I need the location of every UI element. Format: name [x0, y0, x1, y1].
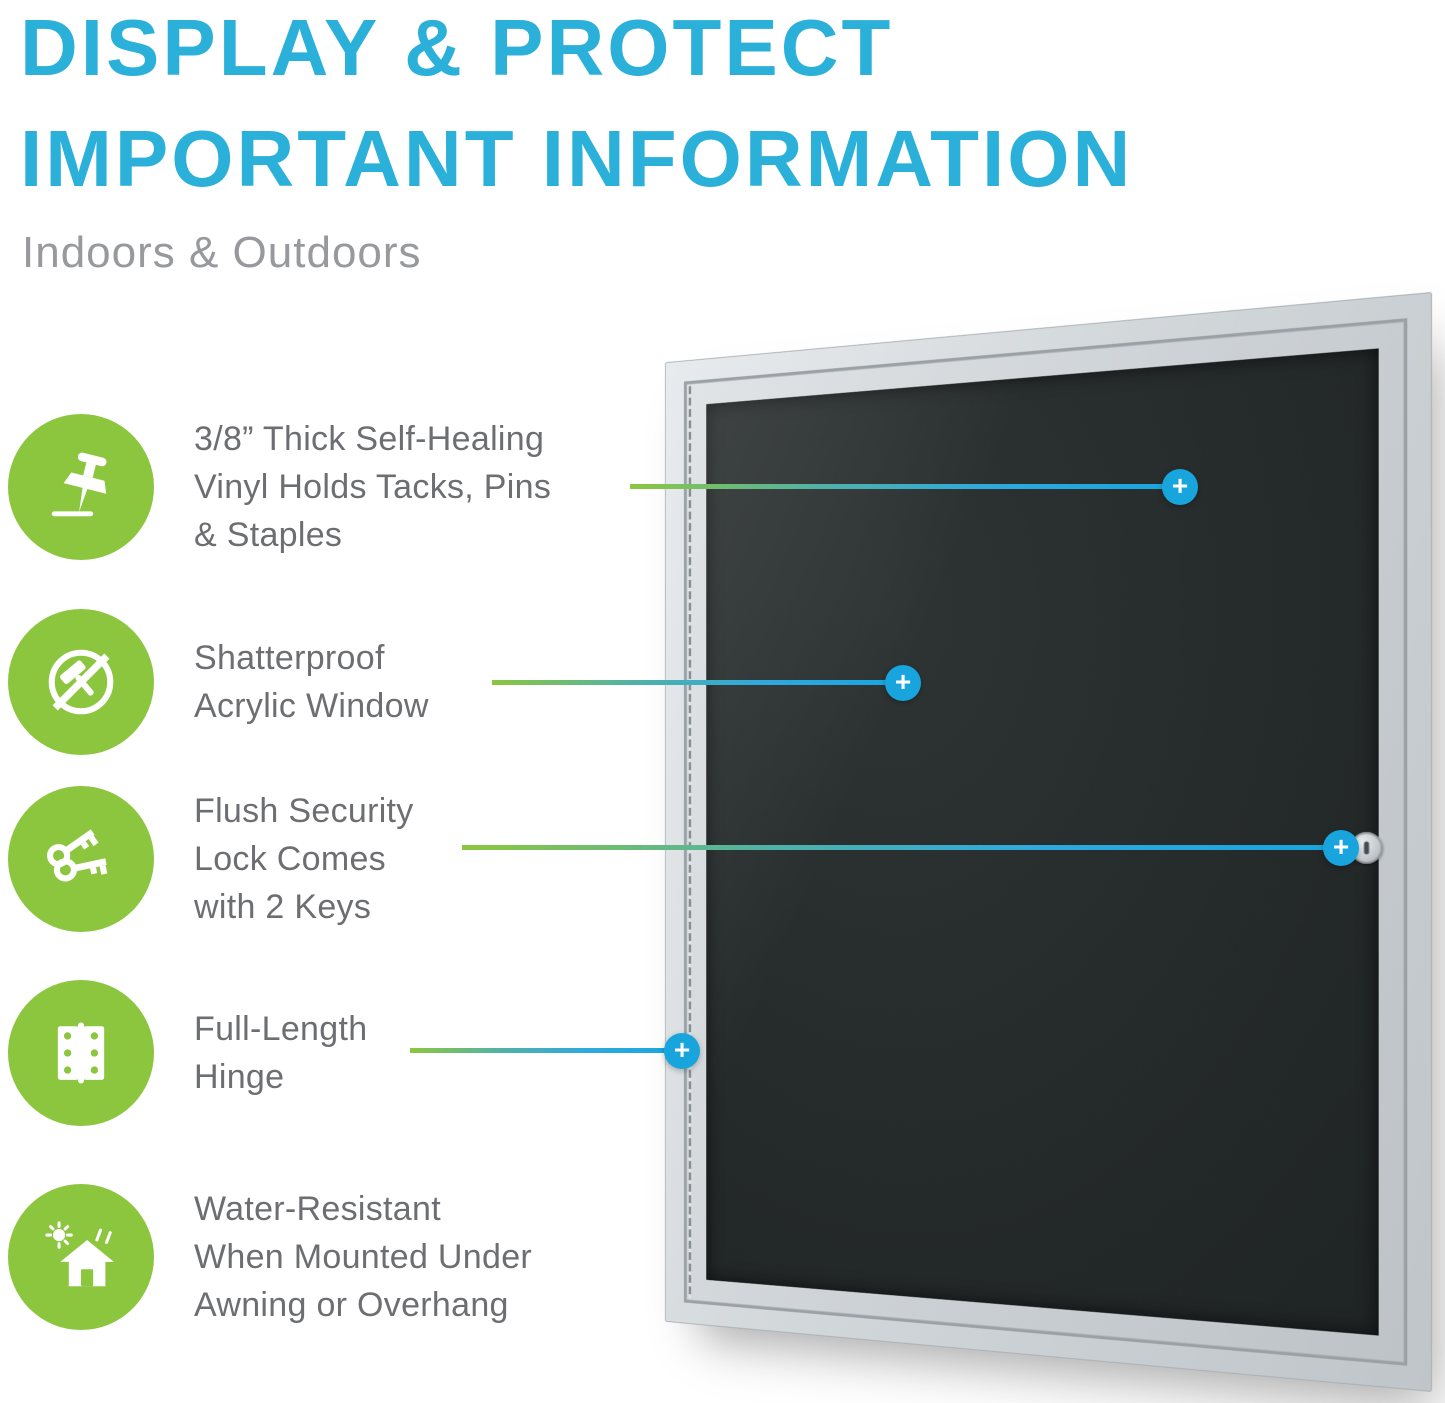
- feature-badge-vinyl: [8, 414, 154, 560]
- plus-icon: +: [1171, 470, 1189, 501]
- feature-badge-hinge: [8, 980, 154, 1126]
- feature-badge-shatterproof: [8, 609, 154, 755]
- feature-text-water: Water-Resistant When Mounted Under Awnin…: [194, 1189, 533, 1325]
- keyhole-icon: [1363, 841, 1370, 854]
- plus-icon: +: [673, 1034, 691, 1065]
- callout-line-hinge: [410, 1048, 682, 1053]
- tack-pin-icon: [51, 452, 107, 517]
- feature-water-resistant: Water-Resistant When Mounted Under Awnin…: [8, 1184, 664, 1330]
- feature-vinyl: 3/8” Thick Self-Healing Vinyl Holds Tack…: [8, 414, 664, 560]
- feature-text-lock: Flush Security Lock Comes with 2 Keys: [194, 791, 414, 927]
- plus-icon: +: [894, 666, 912, 697]
- feature-text-shatterproof: Shatterproof Acrylic Window: [194, 638, 429, 725]
- feature-text-vinyl: 3/8” Thick Self-Healing Vinyl Holds Tack…: [194, 419, 552, 555]
- feature-text-hinge: Full-Length Hinge: [194, 1009, 368, 1096]
- hinge-strip: [688, 386, 692, 1298]
- callout-line-vinyl: [630, 484, 1180, 489]
- feature-badge-lock: [8, 786, 154, 932]
- hinge-icon: [57, 1022, 105, 1084]
- headline-line1: DISPLAY & PROTECT: [20, 3, 894, 92]
- feature-shatterproof: Shatterproof Acrylic Window: [8, 609, 664, 755]
- callout-line-lock: [462, 845, 1341, 850]
- callout-marker-vinyl: +: [1162, 469, 1198, 505]
- shatterproof-hammer-icon: [48, 649, 114, 715]
- product-visual: [582, 292, 1432, 1392]
- security-keys-icon: [47, 829, 108, 882]
- callout-marker-hinge: +: [664, 1033, 700, 1069]
- subtitle: Indoors & Outdoors: [22, 228, 422, 277]
- headline: DISPLAY & PROTECT IMPORTANT INFORMATION: [20, 0, 1133, 214]
- callout-line-acrylic: [492, 680, 903, 685]
- bulletin-board: [665, 292, 1432, 1392]
- callout-marker-lock: +: [1323, 830, 1359, 866]
- acrylic-window-glare: [706, 348, 1379, 1336]
- feature-hinge: Full-Length Hinge: [8, 980, 664, 1126]
- headline-line2: IMPORTANT INFORMATION: [20, 114, 1134, 203]
- feature-badge-water: [8, 1184, 154, 1330]
- plus-icon: +: [1332, 831, 1350, 862]
- feature-lock: Flush Security Lock Comes with 2 Keys: [8, 786, 664, 932]
- callout-marker-acrylic: +: [885, 665, 921, 701]
- water-resistant-house-icon: [45, 1221, 114, 1287]
